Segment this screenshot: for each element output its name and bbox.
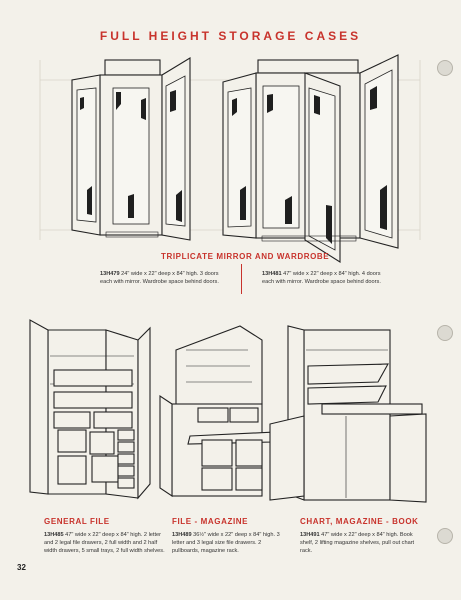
chart-magazine-book-heading: CHART, MAGAZINE - BOOK (300, 517, 419, 526)
model-text-13h491: 47" wide x 22" deep x 84" high. Book she… (300, 532, 415, 554)
binder-hole-middle (437, 325, 453, 341)
page-number: 32 (17, 563, 26, 572)
description-13h481: 13H481 47" wide x 22" deep x 84" high. 4… (262, 270, 382, 286)
column-divider (241, 264, 242, 294)
file-magazine-illustration (159, 325, 277, 498)
model-code-13h485: 13H485 (44, 532, 64, 538)
page-title: FULL HEIGHT STORAGE CASES (99, 29, 362, 43)
general-file-illustration (29, 319, 151, 500)
description-13h485: 13H485 47" wide x 22" deep x 84" high. 2… (44, 531, 166, 555)
model-text-13h485: 47" wide x 22" deep x 84" high. 2 letter… (44, 532, 165, 554)
model-code-13h481: 13H481 (262, 271, 282, 277)
model-text-13h481: 47" wide x 22" deep x 84" high. 4 doors … (262, 271, 381, 285)
description-13h479: 13H479 24" wide x 22" deep x 84" high. 3… (100, 270, 232, 286)
mirror-wardrobe-4-door-illustration (222, 54, 399, 263)
model-code-13h491: 13H491 (300, 532, 320, 538)
chart-magazine-book-illustration (269, 325, 427, 503)
model-code-13h479: 13H479 (100, 271, 120, 277)
file-magazine-heading: FILE - MAGAZINE (172, 517, 249, 526)
mirror-heading: TRIPLICATE MIRROR AND WARDROBE (161, 252, 330, 261)
model-code-13h489: 13H489 (172, 532, 192, 538)
model-text-13h489: 36½" wide x 22" deep x 84" high. 3 lette… (172, 532, 280, 554)
description-13h491: 13H491 47" wide x 22" deep x 84" high. B… (300, 531, 418, 555)
mirror-wardrobe-3-door-illustration (71, 57, 191, 241)
binder-hole-bottom (437, 528, 453, 544)
description-13h489: 13H489 36½" wide x 22" deep x 84" high. … (172, 531, 282, 555)
binder-hole-top (437, 60, 453, 76)
model-text-13h479: 24" wide x 22" deep x 84" high. 3 doors … (100, 271, 219, 285)
general-file-heading: GENERAL FILE (44, 517, 110, 526)
